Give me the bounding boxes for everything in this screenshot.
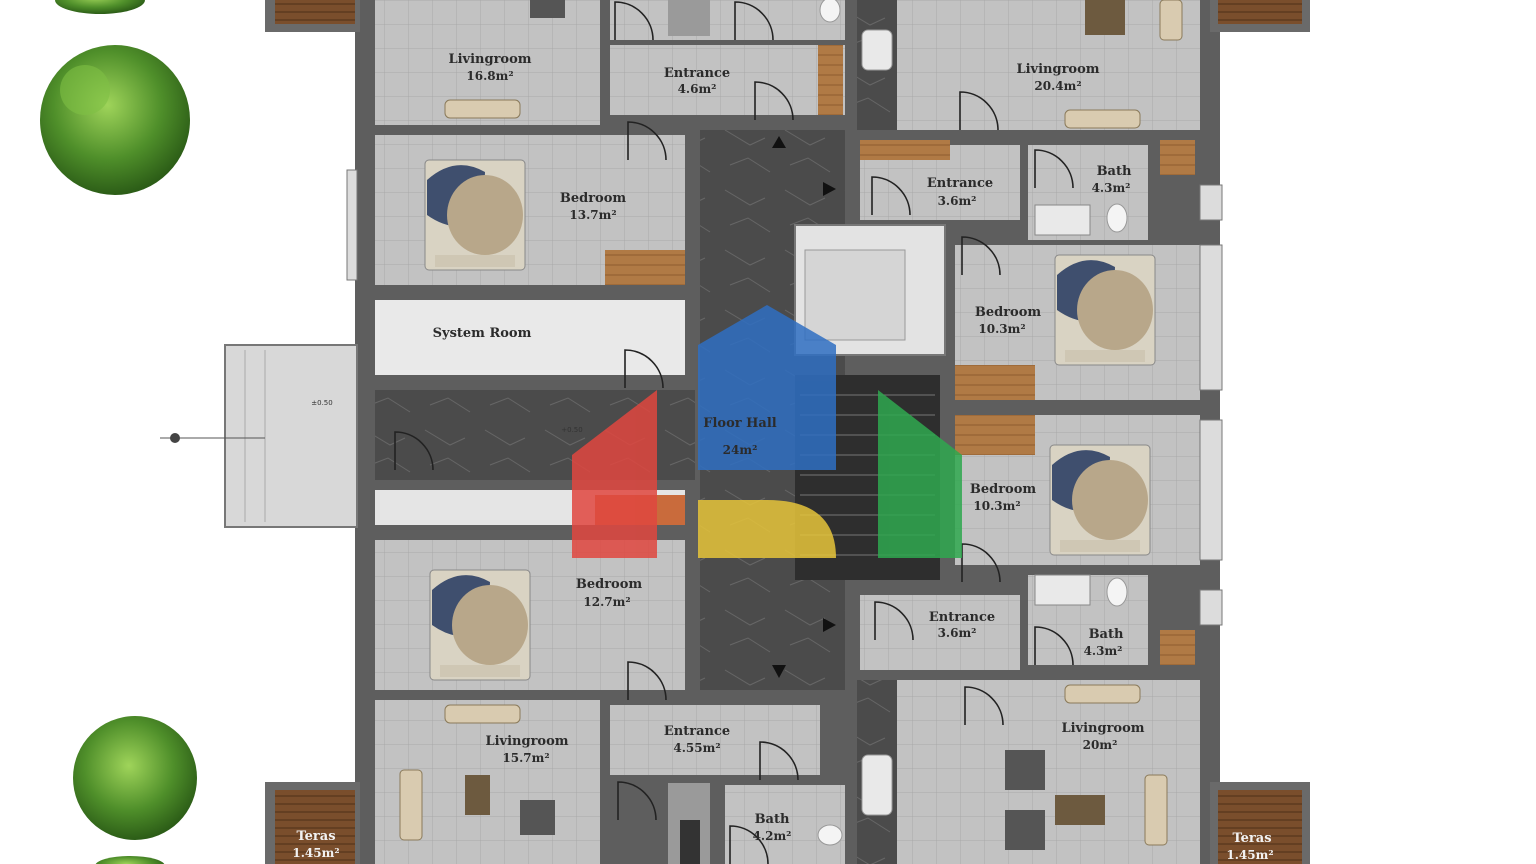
room-area: 24m² [723, 443, 758, 457]
room-area: 15.7m² [502, 751, 549, 765]
room-label: Bath [755, 812, 790, 827]
room-label: Bedroom [576, 577, 643, 592]
room-livingroom-top-right [870, 0, 1200, 130]
level-mark-hall: +0.50 [561, 426, 582, 434]
room-area: 4.55m² [673, 741, 720, 755]
sink-icon [861, 29, 1091, 816]
bed-icon [1049, 444, 1151, 556]
bed-icon [424, 159, 526, 271]
bed-icon [429, 569, 531, 681]
room-label: Entrance [927, 176, 993, 191]
room-area: 20.4m² [1034, 79, 1081, 93]
level-mark-outer: ±0.50 [311, 399, 332, 407]
room-bath-bottom [725, 785, 845, 864]
room-area: 4.6m² [678, 82, 717, 96]
room-area: 1.45m² [292, 846, 339, 860]
tree-icon [40, 45, 190, 195]
entry-ramp [224, 344, 358, 528]
room-area: 16.8m² [466, 69, 513, 83]
room-label: System Room [433, 326, 532, 341]
room-area: 3.6m² [938, 194, 977, 208]
room-label: Livingroom [1016, 62, 1099, 77]
sofa-icon [1064, 109, 1141, 129]
room-label: Bedroom [975, 305, 1042, 320]
tree-icon [55, 0, 145, 14]
stair-arrow-icon [170, 433, 180, 443]
room-system-room [375, 300, 685, 375]
room-area: 10.3m² [973, 499, 1020, 513]
stair-arrow-icon [772, 136, 836, 678]
room-label: Entrance [929, 610, 995, 625]
room-area: 4.3m² [1092, 181, 1131, 195]
room-label: Entrance [664, 724, 730, 739]
bed-icon [1054, 254, 1156, 366]
room-entrance-bottom [610, 705, 820, 775]
room-area: 4.3m² [1084, 644, 1123, 658]
sofa-icon [444, 99, 521, 119]
room-label: Teras [296, 829, 335, 844]
room-area: 13.7m² [569, 208, 616, 222]
room-label: Bath [1097, 164, 1132, 179]
room-area: 4.2m² [753, 829, 792, 843]
toilet-icon [817, 0, 1128, 846]
room-area: 10.3m² [978, 322, 1025, 336]
tree-icon [95, 856, 165, 864]
room-area: 3.6m² [938, 626, 977, 640]
brand-logo-icon [572, 305, 962, 558]
room-area: 1.45m² [1226, 848, 1273, 862]
room-label: Livingroom [485, 734, 568, 749]
room-label: Livingroom [448, 52, 531, 67]
room-area: 12.7m² [583, 595, 630, 609]
room-label: Livingroom [1061, 721, 1144, 736]
sofa-icon [444, 704, 521, 724]
room-label: Entrance [664, 66, 730, 81]
room-label: Bath [1089, 627, 1124, 642]
tree-icon [73, 716, 197, 840]
room-entrance-top [610, 45, 845, 115]
room-label: Bedroom [560, 191, 627, 206]
room-label: Teras [1232, 831, 1271, 846]
room-entrance-right-2 [860, 595, 1020, 670]
room-area: 20m² [1083, 738, 1118, 752]
room-label: Floor Hall [703, 416, 777, 431]
room-label: Bedroom [970, 482, 1037, 497]
sofa-icon [1064, 684, 1141, 704]
